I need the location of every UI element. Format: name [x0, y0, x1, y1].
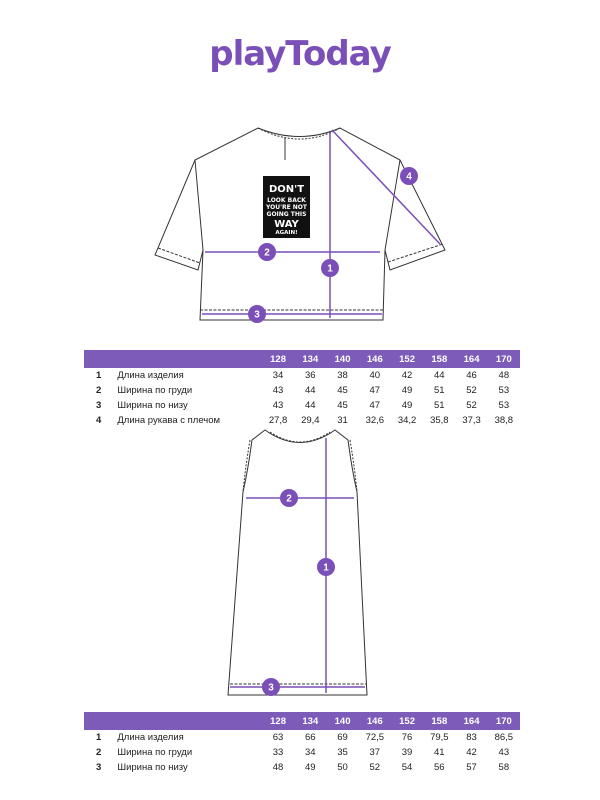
table-row: 1 Длина изделия 34 36 38 40 42 44 46 48 — [96, 370, 510, 381]
tshirt-neckline — [257, 127, 341, 140]
svg-text:1: 1 — [327, 264, 333, 275]
marker-4: 4 — [400, 167, 418, 185]
table-row: 1 Длина изделия 63 66 69 72,5 76 79,5 83… — [96, 732, 514, 743]
size-header: 170 — [495, 715, 512, 727]
size-header: 140 — [334, 715, 351, 727]
size-header: 128 — [270, 353, 286, 365]
size-header: 146 — [366, 715, 383, 727]
marker-2: 2 — [258, 243, 276, 261]
table-row: 3 Ширина по низу 48 49 50 52 54 56 57 58 — [96, 762, 510, 773]
size-header: 164 — [463, 353, 480, 365]
size-header: 170 — [495, 353, 512, 365]
size-header: 146 — [366, 353, 383, 365]
print-line-2: LOOK BACK — [267, 197, 306, 204]
size-header: 158 — [431, 715, 448, 727]
marker-1: 1 — [321, 259, 339, 277]
size-header: 128 — [270, 715, 286, 727]
table-row: 4 Длина рукава с плечом 27,8 29,4 31 32,… — [96, 415, 514, 426]
print-line-3: YOU'RE NOT — [265, 204, 308, 211]
table-row: 2 Ширина по груди 33 34 35 37 39 41 42 4… — [96, 747, 510, 758]
svg-text:2: 2 — [286, 494, 292, 505]
svg-text:4: 4 — [406, 172, 412, 183]
size-header: 140 — [334, 353, 351, 365]
marker-1: 1 — [317, 558, 335, 576]
svg-text:2: 2 — [264, 248, 270, 259]
table-row: 3 Ширина по низу 43 44 45 47 49 51 52 53 — [96, 400, 510, 411]
print-line-4: GOING THIS — [267, 211, 307, 218]
marker-2: 2 — [280, 489, 298, 507]
size-header: 152 — [399, 715, 415, 727]
table-row: 2 Ширина по груди 43 44 45 47 49 51 52 5… — [96, 385, 510, 396]
dress-size-table: 128 134 140 146 152 158 164 170 1 Длина … — [84, 712, 520, 775]
svg-text:3: 3 — [268, 683, 274, 694]
svg-text:1: 1 — [323, 563, 329, 574]
tshirt-print: DON'T LOOK BACK YOU'RE NOT GOING THIS WA… — [263, 176, 310, 238]
brand-logo: playToday — [209, 34, 392, 74]
dress-neckline — [269, 431, 331, 443]
print-line-5: WAY — [274, 219, 299, 230]
dress-drawing: 1 2 3 — [227, 429, 368, 696]
tshirt-size-table: 128 134 140 146 152 158 164 170 1 Длина … — [84, 350, 520, 428]
size-header: 158 — [431, 353, 448, 365]
dress-outline — [227, 429, 368, 696]
size-header: 134 — [302, 715, 319, 727]
tshirt-drawing: DON'T LOOK BACK YOU'RE NOT GOING THIS WA… — [154, 127, 446, 323]
size-header: 164 — [463, 715, 480, 727]
size-header: 134 — [302, 353, 319, 365]
marker-3: 3 — [248, 305, 266, 323]
table-header-row: 128 134 140 146 152 158 164 170 — [84, 712, 520, 730]
table-header-row: 128 134 140 146 152 158 164 170 — [84, 350, 520, 368]
svg-text:3: 3 — [254, 310, 260, 321]
size-header: 152 — [399, 353, 415, 365]
print-line-6: AGAIN! — [275, 230, 297, 236]
print-line-1: DON'T — [269, 184, 304, 195]
marker-3: 3 — [262, 678, 280, 696]
